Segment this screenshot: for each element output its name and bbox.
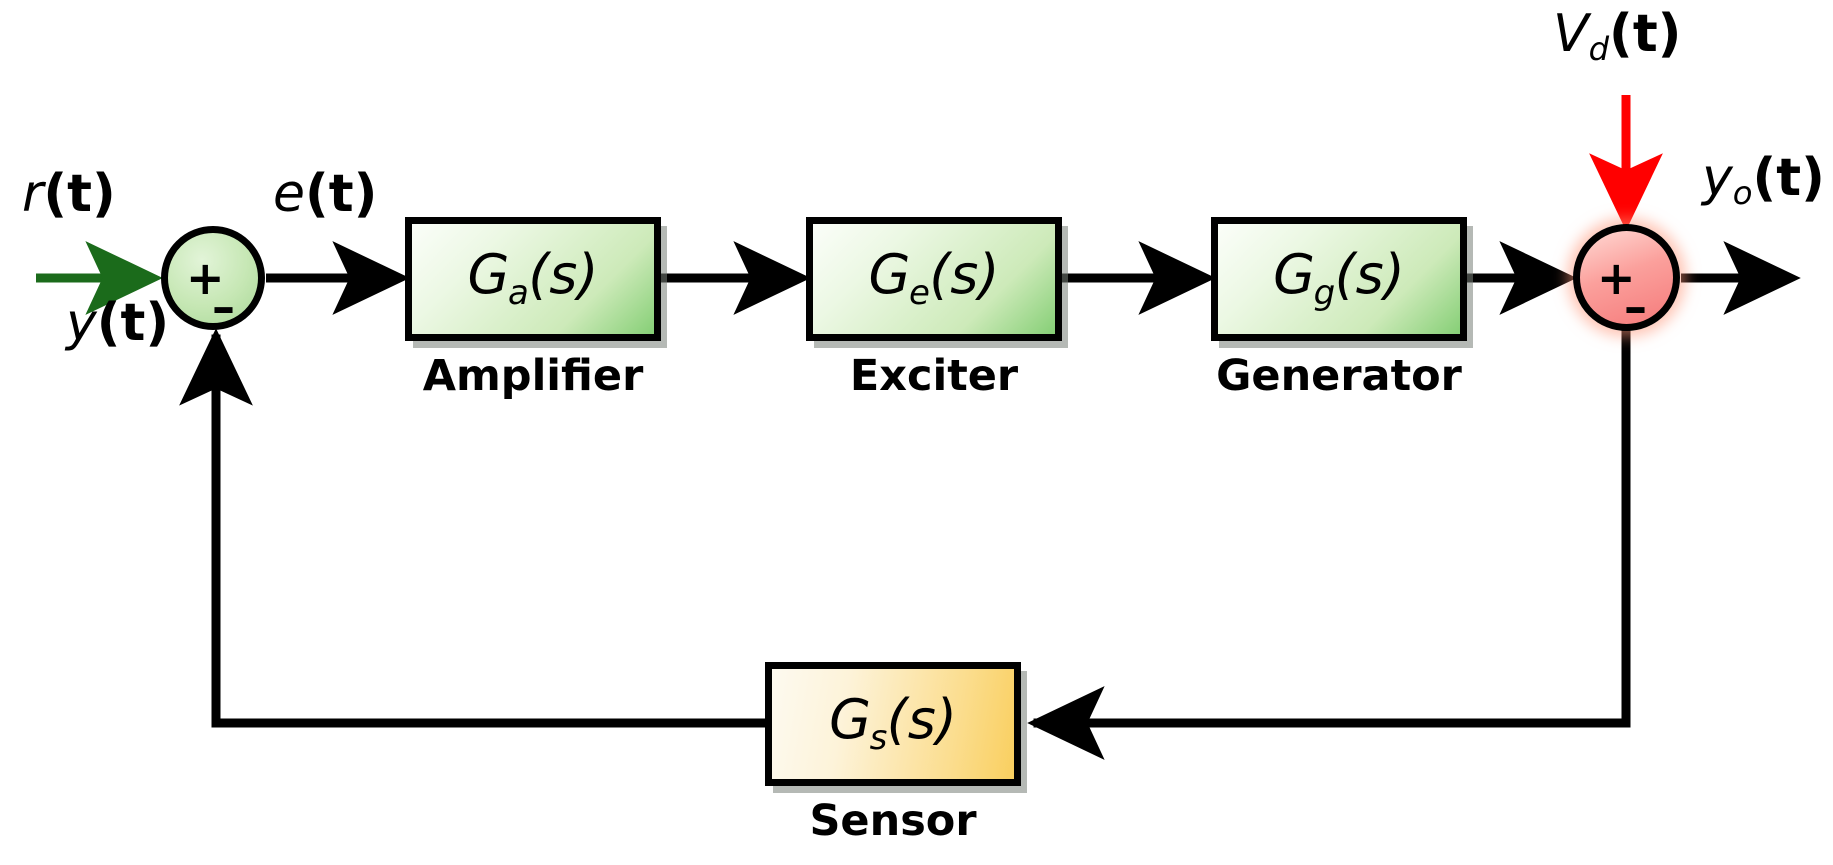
block-exciter[interactable]: Ge(s) [806,217,1062,341]
error-node-plus-sign: + [186,251,225,305]
label-output-signal: yo(t) [1702,148,1825,213]
block-amplifier-formula: Ga(s) [467,243,599,313]
error-node-minus-sign: – [212,280,235,334]
label-feedback-signal: y(t) [66,293,170,353]
block-generator[interactable]: Gg(s) [1211,217,1467,341]
label-reference-signal: r(t) [22,164,116,224]
block-sensor-formula: Gs(s) [829,688,957,758]
label-error-signal: e(t) [273,164,378,224]
caption-generator: Generator [1216,351,1462,401]
label-disturbance-signal: Vd(t) [1553,4,1682,69]
output-node-minus-sign: – [1624,280,1647,334]
caption-exciter: Exciter [849,351,1019,401]
block-generator-formula: Gg(s) [1273,243,1405,313]
block-amplifier[interactable]: Ga(s) [405,217,661,341]
block-exciter-formula: Ge(s) [868,243,1000,313]
summing-junction-output[interactable]: + – [1573,224,1680,331]
caption-amplifier: Amplifier [422,351,644,401]
block-sensor[interactable]: Gs(s) [765,662,1021,786]
caption-sensor: Sensor [809,796,977,846]
summing-junction-error[interactable]: + – [161,226,265,330]
output-node-plus-sign: + [1597,251,1636,305]
